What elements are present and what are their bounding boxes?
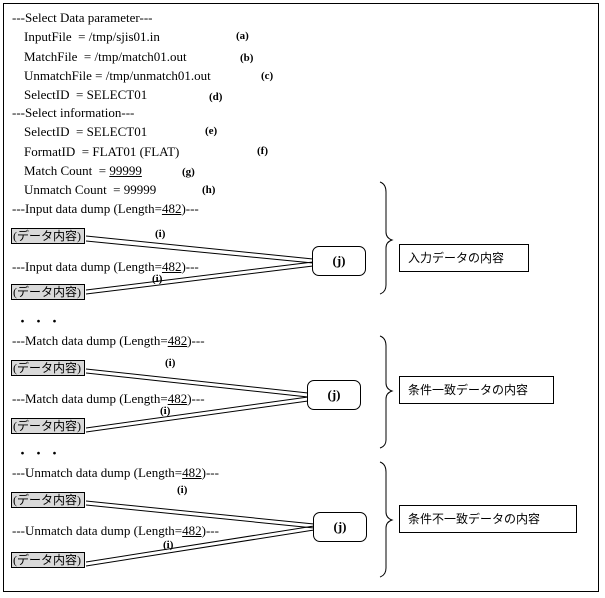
match-count-label: Match Count = — [24, 163, 110, 178]
input-file-line: InputFile = /tmp/sjis01.in — [24, 29, 160, 44]
unmatch-data-box: (データ内容) — [11, 552, 85, 568]
connector-line — [85, 525, 315, 567]
input-data-description: 入力データの内容 — [399, 244, 529, 272]
ellipsis: ・・・ — [16, 314, 65, 329]
marker-i: (i) — [155, 228, 166, 240]
marker-f: (f) — [257, 145, 268, 157]
marker-i: (i) — [165, 357, 176, 369]
marker-e: (e) — [205, 125, 218, 137]
select-id-line-2: SelectID = SELECT01 — [24, 124, 148, 139]
brace — [379, 461, 394, 578]
match-count-line: Match Count = 99999 — [24, 164, 142, 178]
connector-line — [85, 500, 315, 529]
input-data-box: (データ内容) — [11, 284, 85, 300]
marker-g: (g) — [182, 166, 195, 178]
input-dump-line: ---Input data dump (Length=482)--- — [12, 259, 199, 274]
diagram-frame — [3, 3, 599, 592]
select-id-line-1: SelectID = SELECT01 — [24, 87, 148, 102]
marker-j-box: (j) — [307, 380, 361, 410]
connector-line — [85, 261, 314, 295]
unmatch-count-line: Unmatch Count = 99999 — [24, 182, 157, 197]
connector-line — [85, 396, 309, 433]
marker-d: (d) — [209, 91, 223, 103]
match-data-description: 条件一致データの内容 — [399, 376, 554, 404]
ellipsis: ・・・ — [16, 446, 65, 461]
connector-line — [85, 235, 314, 264]
match-dump-line: ---Match data dump (Length=482)--- — [12, 391, 205, 406]
brace — [379, 335, 394, 449]
input-data-box: (データ内容) — [11, 228, 85, 244]
marker-i: (i) — [160, 405, 171, 417]
marker-b: (b) — [240, 52, 254, 64]
format-id-line: FormatID = FLAT01 (FLAT) — [24, 144, 180, 159]
marker-a: (a) — [236, 30, 249, 42]
unmatch-dump-line: ---Unmatch data dump (Length=482)--- — [12, 523, 219, 538]
marker-i: (i) — [163, 539, 174, 551]
match-dump-line: ---Match data dump (Length=482)--- — [12, 333, 205, 348]
unmatch-file-line: UnmatchFile = /tmp/unmatch01.out — [24, 68, 211, 83]
unmatch-data-box: (データ内容) — [11, 492, 85, 508]
unmatch-dump-line: ---Unmatch data dump (Length=482)--- — [12, 465, 219, 480]
select-info-heading: ---Select information--- — [12, 105, 135, 120]
marker-j-box: (j) — [313, 512, 367, 542]
input-dump-line: ---Input data dump (Length=482)--- — [12, 201, 199, 216]
unmatch-data-description: 条件不一致データの内容 — [399, 505, 577, 533]
connector-line — [85, 368, 309, 398]
marker-i: (i) — [152, 273, 163, 285]
match-data-box: (データ内容) — [11, 360, 85, 376]
match-count-value: 99999 — [109, 163, 142, 178]
match-file-line: MatchFile = /tmp/match01.out — [24, 49, 187, 64]
select-param-heading: ---Select Data parameter--- — [12, 10, 153, 25]
marker-j-box: (j) — [312, 246, 366, 276]
match-data-box: (データ内容) — [11, 418, 85, 434]
marker-h: (h) — [202, 184, 216, 196]
marker-c: (c) — [261, 70, 274, 82]
marker-i: (i) — [177, 484, 188, 496]
brace — [379, 181, 394, 295]
